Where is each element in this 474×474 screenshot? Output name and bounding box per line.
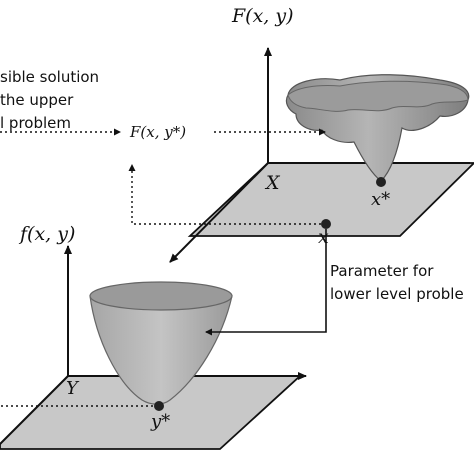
parameter-note-line1: Parameter for bbox=[330, 262, 434, 280]
parameter-solid-arrow bbox=[205, 229, 327, 336]
upper-axis-label: F(x, y) bbox=[231, 5, 294, 27]
upper-optimum-point bbox=[376, 177, 386, 187]
lower-plane-label: Y bbox=[66, 378, 80, 399]
middle-F-label: F(x, y*) bbox=[129, 123, 186, 141]
lower-diagonal-axis bbox=[0, 375, 69, 445]
lower-optimum-point bbox=[154, 401, 164, 411]
parameter-note-line2: lower level proble bbox=[330, 285, 464, 303]
upper-diagonal-axis bbox=[169, 162, 269, 263]
lower-axis-label: f(x, y) bbox=[18, 223, 75, 245]
feasible-note-line1: sible solution bbox=[0, 68, 99, 86]
upper-optimum-label: x* bbox=[371, 189, 390, 210]
lower-objective-surface bbox=[89, 281, 233, 405]
upper-x-point bbox=[321, 219, 331, 229]
upper-x-label: x bbox=[318, 226, 329, 248]
upper-plane-label: X bbox=[264, 172, 281, 194]
upper-objective-surface bbox=[285, 74, 470, 182]
lower-optimum-label: y* bbox=[150, 411, 170, 432]
feasible-note-line2: the upper bbox=[0, 91, 74, 109]
feasible-note-line3: l problem bbox=[0, 114, 71, 132]
